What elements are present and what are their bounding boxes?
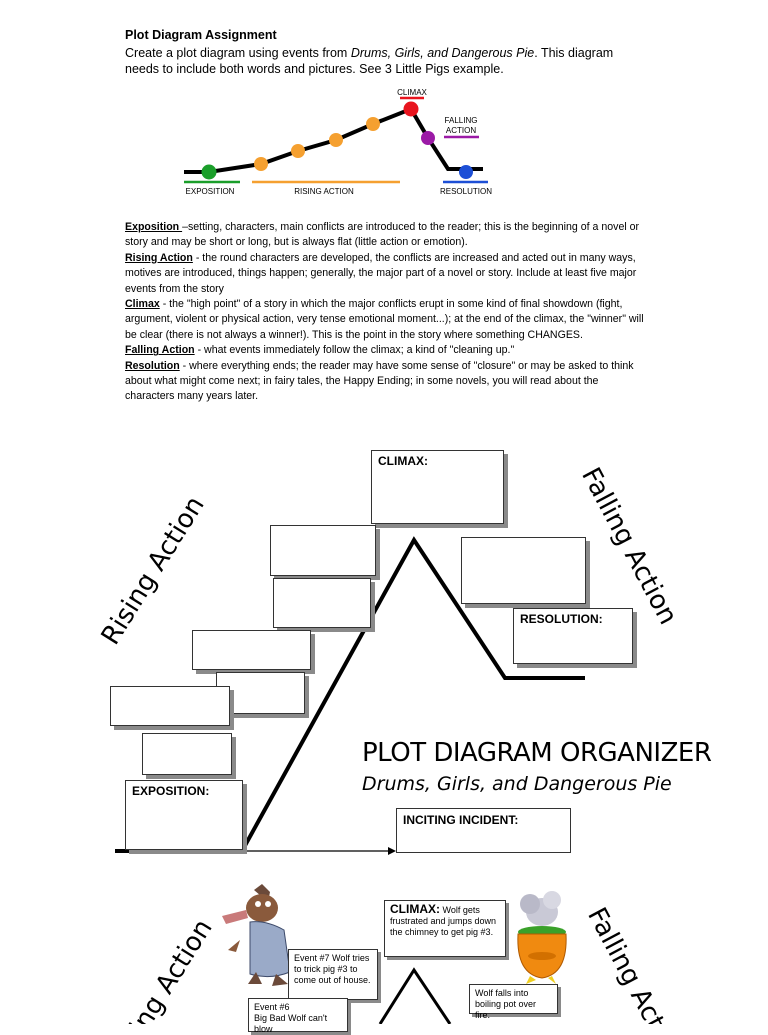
organizer-falling-action: Falling Action: [575, 463, 683, 630]
resolution-box[interactable]: RESOLUTION:: [513, 608, 633, 664]
exposition-dot: [201, 164, 217, 180]
inciting-box-label: INCITING INCIDENT:: [403, 813, 519, 827]
term-resolution: Resolution: [125, 359, 180, 372]
text-falling-action: - what events immediately follow the cli…: [194, 344, 515, 357]
definition-resolution: Resolution - where everything ends; the …: [125, 359, 650, 405]
inciting-arrow-head: [388, 847, 396, 855]
organizer-title: PLOT DIAGRAM ORGANIZER: [362, 738, 712, 768]
example-event-6-title: Event #6: [254, 1002, 290, 1012]
term-climax: Climax: [125, 298, 160, 311]
definition-exposition: Exposition –setting, characters, main co…: [125, 220, 650, 251]
text-exposition: –setting, characters, main conflicts are…: [125, 221, 640, 249]
example-falling-text: Wolf falls into boiling pot over fire.: [475, 988, 537, 1020]
rising-event-box-0[interactable]: [142, 733, 232, 775]
organizer-rising-action: Rising Action: [96, 491, 211, 650]
example-climax-label: CLIMAX:: [390, 902, 440, 916]
assignment-instructions: Create a plot diagram using events from …: [125, 45, 645, 77]
falling-action-box[interactable]: [461, 537, 586, 604]
rising-event-box-5[interactable]: [270, 525, 376, 576]
definition-climax: Climax - the "high point" of a story in …: [125, 297, 650, 343]
small-rising-label: RISING ACTION: [294, 187, 354, 196]
rising-dot-3: [329, 133, 343, 147]
definition-rising-action: Rising Action - the round characters are…: [125, 251, 650, 297]
small-resolution-label: RESOLUTION: [440, 187, 492, 196]
example-falling-box[interactable]: Wolf falls into boiling pot over fire.: [469, 984, 558, 1020]
example-rising-action: Rising Action: [104, 914, 219, 1024]
text-resolution: - where everything ends; the reader may …: [125, 359, 634, 403]
intro-before: Create a plot diagram using events from: [125, 46, 351, 60]
rising-dot-4: [366, 117, 380, 131]
rising-event-box-4[interactable]: [273, 578, 371, 628]
resolution-box-label: RESOLUTION:: [520, 612, 603, 626]
assignment-title: Plot Diagram Assignment: [125, 28, 277, 42]
inciting-incident-box[interactable]: INCITING INCIDENT:: [396, 808, 571, 853]
term-falling-action: Falling Action: [125, 344, 195, 357]
falling-dot: [421, 131, 435, 145]
climax-dot: [403, 101, 419, 117]
example-falling-action: Falling Action: [581, 903, 689, 1024]
text-climax: - the "high point" of a story in which t…: [125, 298, 644, 341]
rising-event-box-2[interactable]: [216, 672, 305, 714]
rising-dot-2: [291, 144, 305, 158]
rising-event-box-3[interactable]: [192, 630, 311, 670]
small-climax-label: CLIMAX: [397, 88, 427, 97]
example-plot-line: [378, 967, 452, 1024]
small-exposition-label: EXPOSITION: [186, 187, 235, 196]
definitions-list: Exposition –setting, characters, main co…: [125, 220, 650, 405]
term-exposition: Exposition: [125, 221, 183, 233]
intro-after: . This diagram needs to include both wor…: [125, 46, 614, 76]
exposition-box-label: EXPOSITION:: [132, 784, 210, 798]
example-event-7-text: Event #7 Wolf tries to trick pig #3 to c…: [294, 953, 371, 985]
climax-box-label: CLIMAX:: [378, 454, 428, 468]
term-rising-action: Rising Action: [125, 251, 193, 264]
small-falling-label-2: ACTION: [446, 126, 476, 135]
resolution-dot: [459, 165, 473, 179]
example-climax-box[interactable]: CLIMAX: Wolf gets frustrated and jumps d…: [384, 900, 506, 957]
rising-dot-1: [254, 157, 268, 171]
small-plot-line: [184, 106, 483, 174]
wolf-illustration: [222, 884, 291, 986]
rising-event-box-1[interactable]: [110, 686, 230, 726]
example-climax-text: Wolf gets frustrated and jumps down the …: [390, 905, 497, 937]
organizer-diagram: Rising Action Falling Action: [96, 463, 683, 855]
text-rising-action: - the round characters are developed, th…: [125, 251, 637, 295]
organizer-subtitle: Drums, Girls, and Dangerous Pie: [362, 773, 672, 795]
book-title: Drums, Girls, and Dangerous Pie: [350, 46, 535, 60]
definition-falling-action: Falling Action - what events immediately…: [125, 343, 650, 358]
organizer-plot-line: [115, 536, 585, 853]
example-event-6-text: Big Bad Wolf can't blow: [254, 1013, 328, 1034]
climax-box[interactable]: CLIMAX:: [371, 450, 504, 524]
exposition-box[interactable]: EXPOSITION:: [125, 780, 243, 850]
example-diagram: Rising Action Falling Action: [104, 884, 689, 1024]
small-falling-label-1: FALLING: [445, 116, 478, 125]
example-event-7-box[interactable]: Event #7 Wolf tries to trick pig #3 to c…: [288, 949, 378, 1000]
boiling-pot-illustration: [517, 891, 567, 984]
small-plot-diagram: CLIMAX FALLING ACTION EXPOSITION RISING …: [184, 88, 492, 196]
